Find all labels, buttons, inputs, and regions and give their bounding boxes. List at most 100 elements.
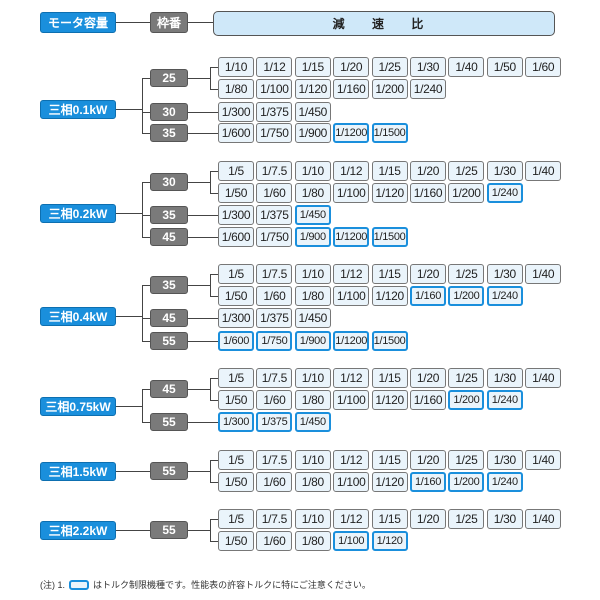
ratio-cell: 1/10 xyxy=(294,450,331,470)
ratio-cell: 1/1500 xyxy=(371,123,408,143)
ratio-cell: 1/60 xyxy=(256,531,293,551)
ratio-cell: 1/12 xyxy=(333,450,370,470)
connector-line xyxy=(210,519,211,542)
connector-line xyxy=(188,182,210,183)
ratio-cell: 1/160 xyxy=(410,183,446,203)
frame-number-box: 55 xyxy=(150,521,188,539)
ratio-cell: 1/100 xyxy=(333,183,370,203)
ratio-cell: 1/50 xyxy=(218,390,254,410)
ratio-cell: 1/60 xyxy=(256,390,293,410)
connector-line xyxy=(188,530,210,531)
connector-line xyxy=(142,182,150,183)
ratio-cell: 1/15 xyxy=(371,264,408,284)
motor-capacity-box: 三相1.5kW xyxy=(40,462,116,481)
ratio-cell: 1/100 xyxy=(333,531,370,551)
header-motor-capacity: モータ容量 xyxy=(40,12,116,33)
connector-line xyxy=(210,482,218,483)
connector-line xyxy=(188,389,210,390)
connector-line xyxy=(188,112,218,113)
ratio-cell: 1/600 xyxy=(218,227,254,247)
ratio-cell: 1/20 xyxy=(410,161,446,181)
connector-line xyxy=(142,112,150,113)
ratio-cell: 1/240 xyxy=(486,183,523,203)
connector-line xyxy=(210,67,218,68)
ratio-cell: 1/120 xyxy=(371,183,408,203)
connector-line xyxy=(210,274,211,297)
ratio-cell: 1/15 xyxy=(371,161,408,181)
ratio-cell: 1/15 xyxy=(371,368,408,388)
ratio-cell: 1/15 xyxy=(294,57,331,77)
ratio-cell: 1/15 xyxy=(371,509,408,529)
ratio-cell: 1/450 xyxy=(294,102,331,122)
ratio-cell: 1/80 xyxy=(294,472,331,492)
ratio-cell: 1/40 xyxy=(525,509,562,529)
header-frame-number: 枠番 xyxy=(150,12,188,33)
connector-line xyxy=(188,471,210,472)
ratio-cell: 1/30 xyxy=(486,161,523,181)
ratio-cell: 1/7.5 xyxy=(256,264,293,284)
motor-capacity-box: 三相0.75kW xyxy=(40,396,116,416)
ratio-cell: 1/120 xyxy=(371,390,408,410)
motor-capacity-box: 三相0.1kW xyxy=(40,99,116,119)
ratio-cell: 1/25 xyxy=(448,450,485,470)
footnote-text: はトルク制限機種です。性能表の許容トルクに特にご注意ください。 xyxy=(93,580,371,590)
ratio-cell: 1/200 xyxy=(448,183,485,203)
ratio-cell: 1/10 xyxy=(294,264,331,284)
connector-line xyxy=(210,460,218,461)
ratio-cell: 1/750 xyxy=(256,123,293,143)
connector-line xyxy=(142,389,150,390)
ratio-cell: 1/7.5 xyxy=(256,450,293,470)
connector-line xyxy=(210,460,211,483)
connector-line xyxy=(142,422,150,423)
connector-line xyxy=(210,378,211,401)
ratio-cell: 1/60 xyxy=(256,472,293,492)
connector-line xyxy=(142,285,150,286)
ratio-cell: 1/40 xyxy=(525,264,562,284)
ratio-cell: 1/450 xyxy=(294,412,331,432)
ratio-cell: 1/750 xyxy=(256,331,293,351)
connector-line xyxy=(188,285,210,286)
frame-number-box: 25 xyxy=(150,69,188,87)
ratio-cell: 1/12 xyxy=(333,509,370,529)
ratio-cell: 1/120 xyxy=(294,79,331,99)
ratio-cell: 1/20 xyxy=(410,264,446,284)
ratio-cell: 1/200 xyxy=(448,286,485,306)
ratio-cell: 1/120 xyxy=(371,286,408,306)
ratio-cell: 1/12 xyxy=(333,368,370,388)
connector-line xyxy=(116,530,150,531)
ratio-cell: 1/40 xyxy=(525,161,562,181)
frame-number-box: 35 xyxy=(150,124,188,142)
ratio-cell: 1/25 xyxy=(448,509,485,529)
ratio-cell: 1/240 xyxy=(486,390,523,410)
ratio-cell: 1/300 xyxy=(218,102,254,122)
ratio-cell: 1/20 xyxy=(333,57,370,77)
connector-line xyxy=(210,274,218,275)
ratio-cell: 1/15 xyxy=(371,450,408,470)
ratio-cell: 1/30 xyxy=(486,368,523,388)
footnote: (注) 1. はトルク制限機種です。性能表の許容トルクに特にご注意ください。 xyxy=(40,578,371,591)
ratio-cell: 1/20 xyxy=(410,368,446,388)
ratio-cell: 1/12 xyxy=(333,264,370,284)
ratio-cell: 1/10 xyxy=(294,161,331,181)
connector-line xyxy=(210,171,218,172)
connector-line xyxy=(188,422,218,423)
ratio-cell: 1/50 xyxy=(218,531,254,551)
header-connector xyxy=(188,22,213,23)
ratio-cell: 1/200 xyxy=(448,390,485,410)
connector-line xyxy=(210,400,218,401)
frame-number-box: 35 xyxy=(150,206,188,224)
connector-line xyxy=(142,389,143,423)
motor-capacity-box: 三相0.2kW xyxy=(40,203,116,223)
ratio-cell: 1/12 xyxy=(256,57,293,77)
ratio-cell: 1/100 xyxy=(333,390,370,410)
ratio-cell: 1/160 xyxy=(410,472,446,492)
limited-legend-icon xyxy=(69,579,90,590)
ratio-cell: 1/100 xyxy=(256,79,293,99)
connector-line xyxy=(142,341,150,342)
ratio-cell: 1/5 xyxy=(218,368,254,388)
ratio-cell: 1/240 xyxy=(486,472,523,492)
frame-number-box: 30 xyxy=(150,103,188,121)
frame-number-box: 45 xyxy=(150,380,188,398)
ratio-cell: 1/25 xyxy=(448,368,485,388)
ratio-cell: 1/1200 xyxy=(333,123,370,143)
